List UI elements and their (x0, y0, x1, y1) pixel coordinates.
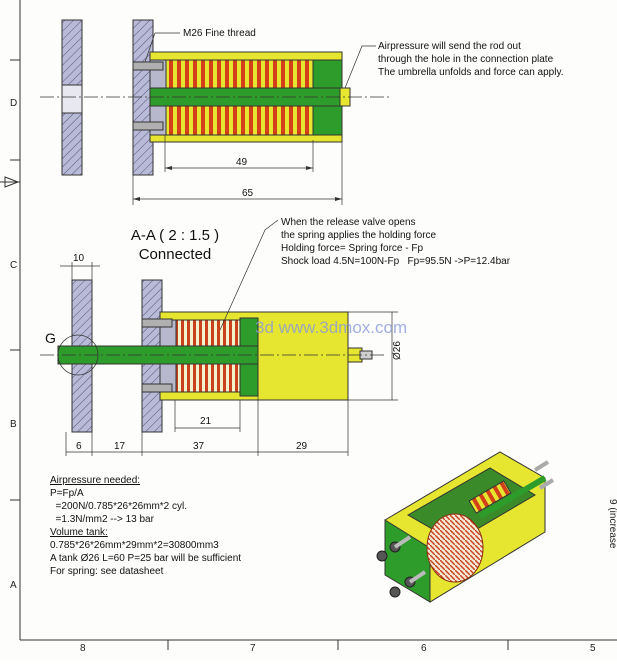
watermark-text: 3d www.3dmox.com (255, 318, 407, 337)
border-zone-labels: D C B A 8 7 6 5 9 (increase (10, 98, 617, 654)
dim-65: 65 (242, 188, 254, 199)
col-label-7: 7 (250, 643, 256, 654)
col-label-5: 5 (590, 643, 596, 654)
isometric-view (376, 451, 555, 603)
col-label-6: 6 (421, 643, 427, 654)
dim-37: 37 (193, 441, 205, 452)
thread-label: M26 Fine thread (183, 28, 256, 39)
iso-coil (426, 513, 484, 583)
dim-21: 21 (200, 416, 212, 427)
row-label-b: B (10, 419, 17, 430)
row-label-c: C (10, 260, 17, 271)
dim-29: 29 (296, 441, 308, 452)
col-label-8: 8 (80, 643, 86, 654)
calculation-notes: Airpressure needed:P=Fp/A =200N/0.785*26… (50, 475, 242, 577)
dim-diameter: Ø26 (392, 341, 403, 360)
section-view: G 10 21 6 17 37 29 Ø26 3d www.3dmox.com (40, 219, 407, 456)
row-label-a: A (10, 580, 17, 591)
dim-49: 49 (236, 157, 248, 168)
row-label-d: D (10, 98, 17, 109)
dim-6: 6 (76, 441, 82, 452)
dim-10: 10 (73, 253, 85, 264)
top-view: 49 65 M26 Fine thread (40, 19, 390, 205)
section-title: A-A ( 2 : 1.5 )Connected (130, 227, 220, 263)
sheet-border (0, 0, 617, 650)
dim-17: 17 (114, 441, 126, 452)
detail-label: G (45, 330, 56, 346)
side-text: 9 (increase (607, 499, 617, 549)
